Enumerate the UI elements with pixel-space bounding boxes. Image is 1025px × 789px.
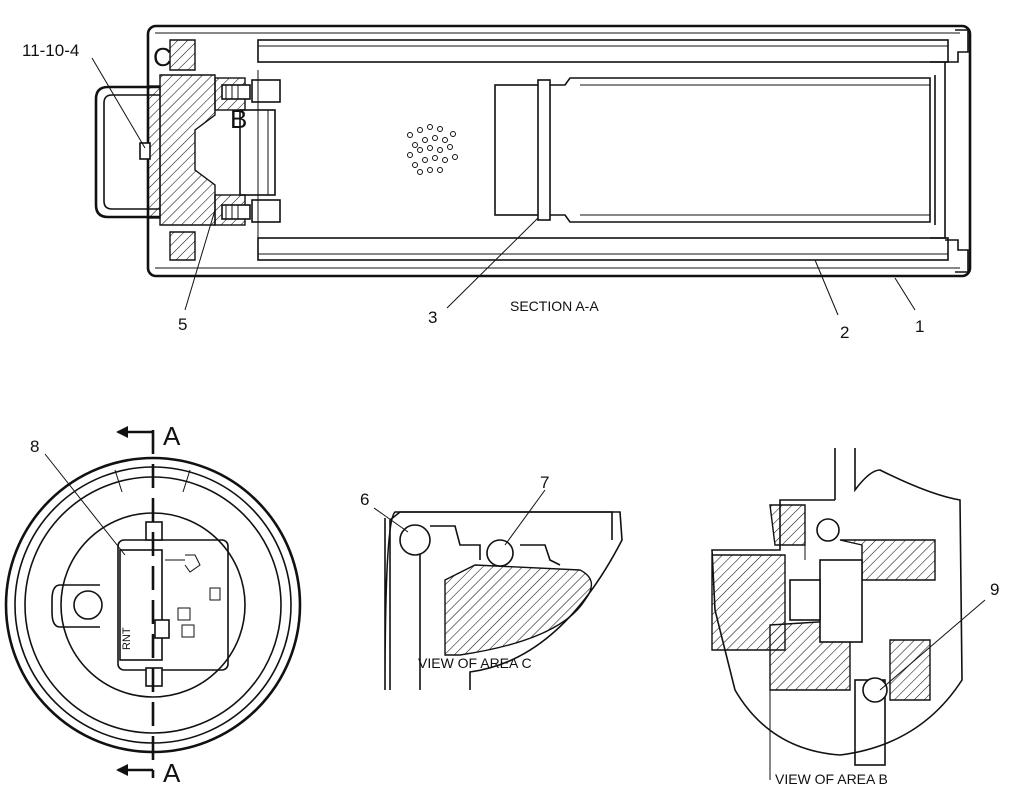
handle (94, 85, 160, 219)
area-b-caption: VIEW OF AREA B (775, 771, 888, 787)
seal-7 (486, 539, 514, 567)
head-casting (159, 74, 216, 226)
svg-text:RNT: RNT (121, 627, 133, 650)
section-letter-a-top: A (163, 421, 181, 451)
area-b-detail: 9 VIEW OF AREA B (711, 448, 999, 787)
callout-3: 3 (428, 308, 437, 327)
callout-7: 7 (540, 473, 549, 492)
section-caption: SECTION A-A (510, 298, 599, 314)
callout-1: 1 (915, 317, 924, 336)
callout-11-10-4: 11-10-4 (22, 41, 79, 60)
view-letter-c: C (153, 42, 172, 72)
perforation-holes (407, 124, 458, 175)
seal-9 (862, 677, 888, 703)
view-letter-b: B (230, 104, 247, 134)
section-letter-a-bottom: A (163, 758, 181, 788)
area-c-caption: VIEW OF AREA C (418, 655, 532, 671)
end-view: RNT A A 8 (4, 421, 302, 788)
callout-9: 9 (990, 580, 999, 599)
callout-8: 8 (30, 437, 39, 456)
callout-6: 6 (360, 490, 369, 509)
callout-5: 5 (178, 315, 187, 334)
seal-6 (399, 524, 431, 556)
area-c-detail: 6 7 VIEW OF AREA C (360, 473, 623, 691)
callout-2: 2 (840, 323, 849, 342)
section-a-a-view: 11-10-4 5 3 2 1 C B SECTION A-A (22, 24, 972, 342)
